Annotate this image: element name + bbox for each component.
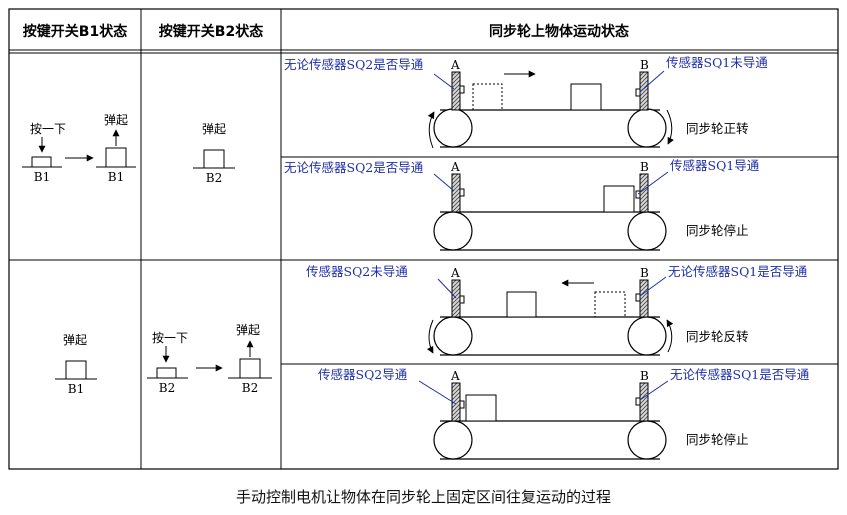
table-frame bbox=[8, 8, 839, 470]
callout-line bbox=[433, 173, 455, 192]
pulley-right-icon bbox=[627, 211, 667, 251]
pulley-right-icon bbox=[627, 420, 667, 460]
sensor-sq2-icon bbox=[459, 295, 465, 304]
left-sensor-label: 传感器SQ2未导通 bbox=[306, 264, 408, 279]
end-label-b: B bbox=[640, 369, 649, 383]
pulley-left-icon bbox=[433, 211, 473, 251]
b2-label: B2 bbox=[159, 381, 175, 395]
rotation-arrow-left-icon bbox=[426, 319, 434, 354]
pulley-left-icon bbox=[433, 108, 473, 148]
b1-label: B1 bbox=[68, 382, 84, 396]
pulley-right-icon bbox=[627, 108, 667, 148]
callout-line bbox=[418, 380, 457, 405]
b1-press-sequence: 按一下 B1 弹起 B1 bbox=[22, 113, 136, 184]
header-b1-state: 按键开关B1状态 bbox=[23, 23, 127, 40]
motion-panel-reverse: A B 传感器SQ2未导通 无论传感器SQ1是否导通 同步轮反转 bbox=[306, 264, 808, 356]
b2-release-label: 弹起 bbox=[202, 122, 226, 136]
motion-panel-stop-a: A B 传感器SQ2导通 无论传感器SQ1是否导通 同步轮停止 bbox=[318, 367, 810, 460]
left-sensor-label: 无论传感器SQ2是否导通 bbox=[284, 57, 424, 72]
key-released-icon bbox=[65, 360, 87, 380]
key-released-icon bbox=[105, 147, 127, 168]
callout-line bbox=[639, 70, 665, 93]
rotation-arrow-right-icon bbox=[666, 109, 674, 145]
right-sensor-label: 传感器SQ1导通 bbox=[670, 158, 760, 173]
b1-release-label: 弹起 bbox=[104, 113, 128, 127]
key-released-icon bbox=[239, 358, 261, 379]
object-start-position bbox=[594, 291, 626, 318]
b2-press-label: 按一下 bbox=[152, 331, 188, 345]
wheel-state-label: 同步轮停止 bbox=[686, 432, 749, 447]
callout-line bbox=[639, 276, 667, 297]
wheel-state-label: 同步轮停止 bbox=[686, 223, 749, 238]
b2-label: B2 bbox=[242, 381, 258, 395]
motion-panel-forward: A B 无论传感器SQ2是否导通 传感器SQ1未导通 同步轮正转 bbox=[284, 55, 768, 149]
callout-line bbox=[433, 73, 455, 90]
key-pressed-icon bbox=[156, 367, 177, 379]
wheel-state-label: 同步轮正转 bbox=[686, 121, 749, 136]
callout-line bbox=[437, 278, 457, 299]
b1-release-label: 弹起 bbox=[63, 333, 87, 347]
pulley-right-icon bbox=[627, 316, 667, 356]
header-b2-state: 按键开关B2状态 bbox=[159, 23, 263, 40]
end-label-a: A bbox=[450, 58, 460, 72]
left-sensor-label: 传感器SQ2导通 bbox=[318, 367, 408, 382]
sensor-sq1-icon bbox=[635, 397, 641, 406]
moving-object bbox=[465, 394, 497, 422]
moving-object bbox=[506, 291, 537, 318]
end-label-a: A bbox=[450, 266, 460, 280]
b1-label: B1 bbox=[34, 170, 50, 184]
right-sensor-label: 传感器SQ1未导通 bbox=[666, 55, 768, 70]
moving-object bbox=[570, 83, 602, 111]
motion-panel-stop-b: A B 无论传感器SQ2是否导通 传感器SQ1导通 同步轮停止 bbox=[284, 158, 760, 251]
end-label-a: A bbox=[450, 369, 460, 383]
end-label-b: B bbox=[640, 58, 649, 72]
sensor-sq2-icon bbox=[459, 85, 465, 94]
sensor-sq1-icon bbox=[635, 88, 641, 97]
b1-released-state: 弹起 B1 bbox=[55, 333, 97, 396]
key-pressed-icon bbox=[31, 156, 52, 168]
b2-release-label: 弹起 bbox=[236, 323, 260, 337]
b2-label: B2 bbox=[206, 171, 222, 185]
sensor-post-a bbox=[451, 173, 461, 213]
figure-caption: 手动控制电机让物体在同步轮上固定区间往复运动的过程 bbox=[235, 488, 611, 506]
sensor-post-b bbox=[639, 279, 649, 318]
sensor-post-b bbox=[639, 173, 649, 213]
wheel-state-label: 同步轮反转 bbox=[686, 329, 749, 344]
callout-line bbox=[639, 380, 669, 401]
sensor-sq2-icon bbox=[459, 188, 465, 197]
b2-released-state: 弹起 B2 bbox=[193, 122, 235, 185]
rotation-arrow-right-icon bbox=[666, 319, 674, 353]
right-sensor-label: 无论传感器SQ1是否导通 bbox=[668, 264, 808, 279]
b1-press-label: 按一下 bbox=[30, 122, 66, 136]
sensor-sq1-icon bbox=[635, 293, 641, 302]
right-sensor-label: 无论传感器SQ1是否导通 bbox=[670, 367, 810, 382]
pulley-left-icon bbox=[433, 420, 473, 460]
object-start-position bbox=[472, 83, 503, 111]
end-label-b: B bbox=[640, 160, 649, 174]
sensor-sq2-icon bbox=[459, 400, 465, 409]
end-label-b: B bbox=[640, 266, 649, 280]
key-released-icon bbox=[203, 149, 225, 169]
end-label-a: A bbox=[450, 160, 460, 174]
sensor-post-a bbox=[451, 71, 461, 111]
sensor-post-b bbox=[639, 382, 649, 422]
pulley-left-icon bbox=[433, 316, 473, 356]
sensor-post-a bbox=[451, 279, 461, 318]
moving-object bbox=[603, 185, 635, 213]
callout-line bbox=[637, 171, 669, 195]
left-sensor-label: 无论传感器SQ2是否导通 bbox=[284, 160, 424, 175]
header-motion-state: 同步轮上物体运动状态 bbox=[489, 23, 629, 40]
rotation-arrow-left-icon bbox=[427, 111, 435, 149]
sensor-sq1-icon bbox=[635, 190, 641, 199]
b1-label: B1 bbox=[108, 170, 124, 184]
b2-press-sequence: 按一下 B2 弹起 B2 bbox=[147, 323, 272, 395]
